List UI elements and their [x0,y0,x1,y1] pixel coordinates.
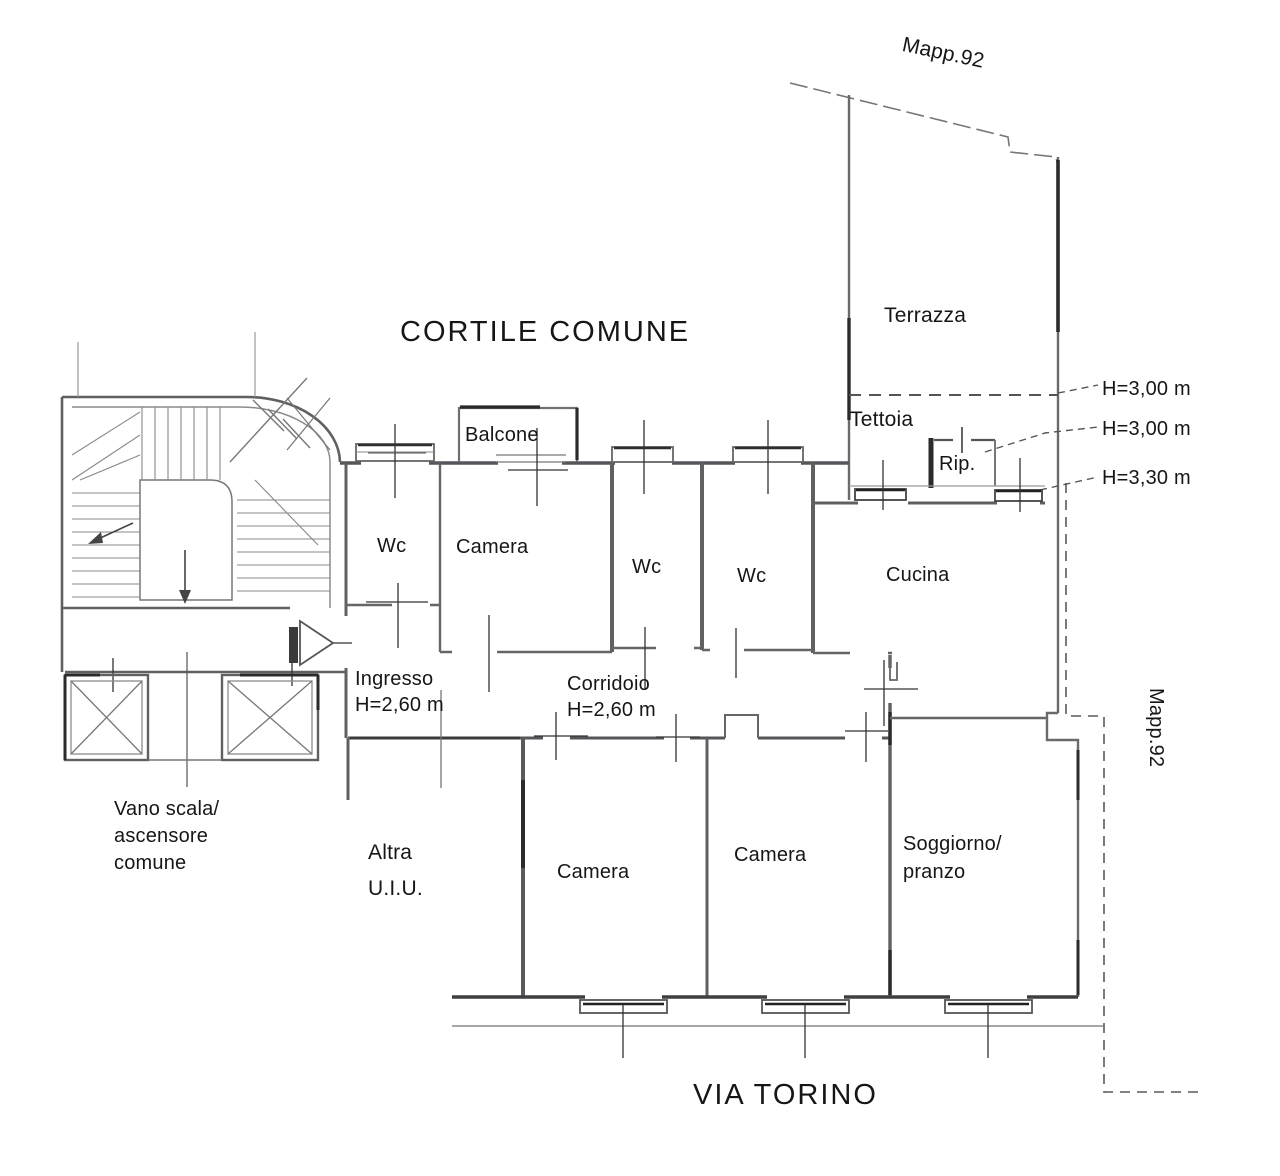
entry-label: Ingresso H=2,60 m [355,666,444,718]
other-unit-line1: Altra [368,841,413,864]
north-wall [340,420,849,498]
entry-height: H=2,60 m [355,694,444,716]
stairwell-label: Vano scala/ ascensore comune [114,796,219,877]
corridor-height: H=2,60 m [567,699,656,721]
balcony-label: Balcone [465,424,539,446]
terrace-walls [847,95,1060,713]
height-leader-lines [984,384,1099,491]
height-callout-storage: H=3,30 m [1102,467,1191,489]
corridor-label: Corridoio H=2,60 m [567,671,656,723]
kitchen-label: Cucina [886,564,950,586]
other-unit-line2: U.I.U. [368,877,423,900]
living-label: Soggiorno/ pranzo [903,830,1002,886]
height-callout-terrace: H=3,00 m [1102,378,1191,400]
street-label: VIA TORINO [693,1079,878,1111]
camera-top-label: Camera [456,536,529,558]
east-wall [1045,711,1080,997]
other-unit-label: Altra U.I.U. [368,835,423,907]
living-line1: Soggiorno/ [903,833,1002,855]
stairwell-line3: comune [114,852,187,874]
top-band-walls [344,463,892,738]
canopy-label: Tettoia [850,408,914,431]
bottom-band-walls [521,655,1047,997]
kitchen-north-wall [813,458,1045,512]
living-line2: pranzo [903,861,966,883]
stairwell-drawing [60,332,346,787]
parcel-label-right: Mapp.92 [1145,688,1167,768]
corridor-name: Corridoio [567,673,650,695]
wc-top-left-label: Wc [377,535,407,557]
entry-name: Ingresso [355,668,434,690]
camera-bottom-left-label: Camera [557,861,630,883]
elevator-shafts [63,673,320,762]
stairwell-line2: ascensore [114,825,209,847]
storage-label: Rip. [939,453,976,475]
south-facade [452,995,1103,1058]
height-callout-canopy: H=3,00 m [1102,418,1191,440]
entrance-door-arrow [289,619,352,667]
stairwell-line1: Vano scala/ [114,798,220,820]
terrace-label: Terrazza [884,304,967,327]
wc-top-right-label: Wc [737,565,767,587]
parcel-boundary-lines [789,82,1203,1093]
balcony-walls [457,405,579,506]
camera-bottom-mid-label: Camera [734,844,807,866]
courtyard-label: CORTILE COMUNE [400,316,691,348]
wc-top-mid-label: Wc [632,556,662,578]
storage-room-walls [928,427,996,488]
